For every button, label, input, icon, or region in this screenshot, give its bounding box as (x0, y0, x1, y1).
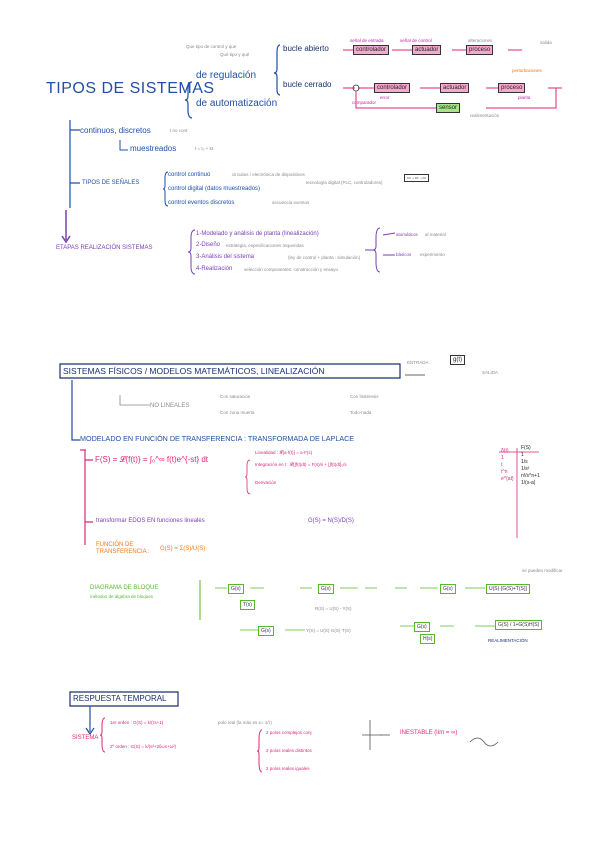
etapa-4: 4-Realización (196, 266, 233, 272)
modelado-title: MODELADO EN FUNCIÓN DE TRANSFERENCIA : T… (80, 434, 355, 443)
side-note: se pueden modificar (522, 568, 563, 573)
continuos-note: t no cont (170, 128, 188, 133)
nl-zona-muerta: Con zona muerta (220, 410, 255, 415)
opcion-reales-distintos: 2 polos reales distintos (266, 748, 312, 753)
grey-note-regul: Qué tipo y qué (220, 52, 250, 57)
top-entrada: ENTRADA (407, 360, 429, 365)
fb-h-block: H(s) (420, 634, 436, 644)
cc-note: circuitos / electrónica de dispositivos (232, 172, 305, 177)
fb-result: G(S) / 1+G(S)H(S) (495, 620, 543, 630)
opcion-reales-iguales: 2 polos reales iguales (266, 766, 310, 771)
de-automatizacion: de automatización (196, 98, 278, 109)
g-block-3: G(s) (440, 584, 456, 594)
no-lineales: NO LINEALES (150, 403, 190, 409)
control-eventos: control eventos discretos (168, 200, 235, 206)
integracion: Integración en t : 𝓛{∫f(t)dt} = F(s)/s +… (255, 462, 347, 467)
ba-label-control: señal de control (400, 38, 432, 43)
de-regulacion: de regulación (196, 70, 257, 81)
gt-block: T(s) (240, 600, 255, 610)
continuos-discretos: continuos, discretos (80, 126, 151, 135)
etapa-2-note: estrategia, especificaciones requeridas (226, 243, 304, 248)
gs-note: G(S) = N(S)/D(S) (308, 518, 354, 524)
mini-diagram-block: ▭→▭→▭ (404, 174, 430, 182)
bucle-abierto: bucle abierto (283, 44, 329, 53)
muestreados: muestreados (130, 144, 177, 153)
etapa-1: 1-Modelado y análisis de planta (lineali… (196, 231, 319, 237)
diagrama-de-bloque: DIAGRAMA DE BLOQUE (90, 585, 159, 591)
atomaticos: atomáticos (396, 232, 418, 237)
tipos-senales: TIPOS DE SEÑALES (82, 180, 140, 186)
muestreados-note: t = t₀ + kt (195, 146, 214, 151)
page-title: TIPOS DE SISTEMAS (46, 80, 215, 97)
ba-label-salida: salida (540, 40, 552, 45)
nl-histeresis: Con histéresis (350, 394, 379, 399)
sistema-label: SISTEMA (72, 735, 99, 741)
etapa-3: 3-Análisis del sistema (196, 254, 255, 260)
ba-controlador-block: controlador (353, 45, 390, 55)
bucle-cerrado: bucle cerrado (283, 80, 332, 89)
etapa-4-note: selección componentes: construcción y en… (244, 267, 339, 272)
funcion-transferencia: FUNCIÓN DE TRANSFERENCIA : (96, 542, 150, 555)
realimentacion-label: REALIMENTACIÓN (488, 638, 528, 643)
diagrama-note: métodos de álgebra de bloques (90, 594, 154, 599)
g-block: g(t) (450, 355, 465, 365)
section-2-title: SISTEMAS FÍSICOS / MODELOS MATEMÁTICOS, … (63, 366, 325, 376)
control-digital: control digital (datos muestreados) (168, 186, 261, 192)
linealidad: Linealidad : 𝓛{a·f(t)} = a·F(s) (255, 450, 313, 455)
basicos: básicos (396, 252, 412, 257)
basicos-note: experimento (420, 252, 445, 257)
ba-label-perturb: alteraciones (468, 38, 493, 43)
ba-label-entrada: señal de entrada (350, 38, 384, 43)
etapa-2: 2-Diseño (196, 242, 221, 248)
etapas-realizacion: ETAPAS REALIZACIÓN SISTEMAS (56, 245, 153, 251)
primer-orden: 1er orden : G(S) = k/(τs+1) (110, 720, 164, 725)
bc-sensor-block: sensor (436, 103, 461, 113)
ce-note: secuencia eventos (272, 200, 310, 205)
atomaticos-note: al material (425, 232, 446, 237)
etapa-3-note: (ley de control + planta : simulación) (288, 255, 361, 260)
nl-todo-nada: Todo-nada (350, 410, 372, 415)
bc-controlador-block: controlador (374, 83, 411, 93)
section-3-title: RESPUESTA TEMPORAL (73, 694, 167, 703)
ba-actuador-block: actuador (412, 45, 442, 55)
segundo-orden: 2º orden : G(S) = k/(s²+2ξωs+ω²) (110, 744, 177, 749)
bc-label-planta: planta (518, 95, 531, 100)
eq-1: R(S) = U(S) - Y(S) (315, 606, 352, 611)
inestable: INESTABLE (lím = ∞) (400, 730, 458, 736)
laplace-definition: F(S) = 𝓛{f(t)} = ∫₀^∞ f(t)e^{-st} dt (95, 455, 209, 464)
bc-label-comparador: comparador (352, 100, 377, 105)
bc-label-error: error (380, 95, 390, 100)
bc-proceso-block: proceso (498, 83, 526, 93)
grey-note-top: Que tipo de control y que (186, 44, 237, 49)
control-continuo: control continuo (168, 172, 211, 178)
g-block-4: U(S)·[G(S)+T(S)] (486, 584, 530, 594)
eq-2: Y(S) = U(S)·G(S)·T(S) (306, 628, 351, 633)
cd-note: tecnología digital (PLC, controladores) (306, 180, 383, 185)
nl-saturacion: Con saturación (220, 394, 251, 399)
funcion-eq: G(S) = Σ(S)/U(S) (160, 546, 206, 552)
bc-actuador-block: actuador (440, 83, 470, 93)
top-salida: SALIDA (482, 370, 499, 375)
opcion-complejos: 2 polos complejos conj (266, 730, 312, 735)
bc-label-perturbaciones: perturbaciones (512, 68, 542, 73)
primer-orden-note: polo real (la más es s=-1/τ) (218, 720, 272, 725)
transformar-edos: transformar EDOS EN funciones lineales (96, 518, 205, 524)
bc-label-retro: realimentación (470, 113, 500, 118)
ba-proceso-block: proceso (466, 45, 494, 55)
gs-series: G(s) (258, 626, 274, 636)
fb-g-block: G(s) (414, 622, 430, 632)
g-block-1: G(s) (228, 584, 244, 594)
derivacion: Derivación (255, 480, 277, 485)
g-block-2: G(s) (318, 584, 334, 594)
